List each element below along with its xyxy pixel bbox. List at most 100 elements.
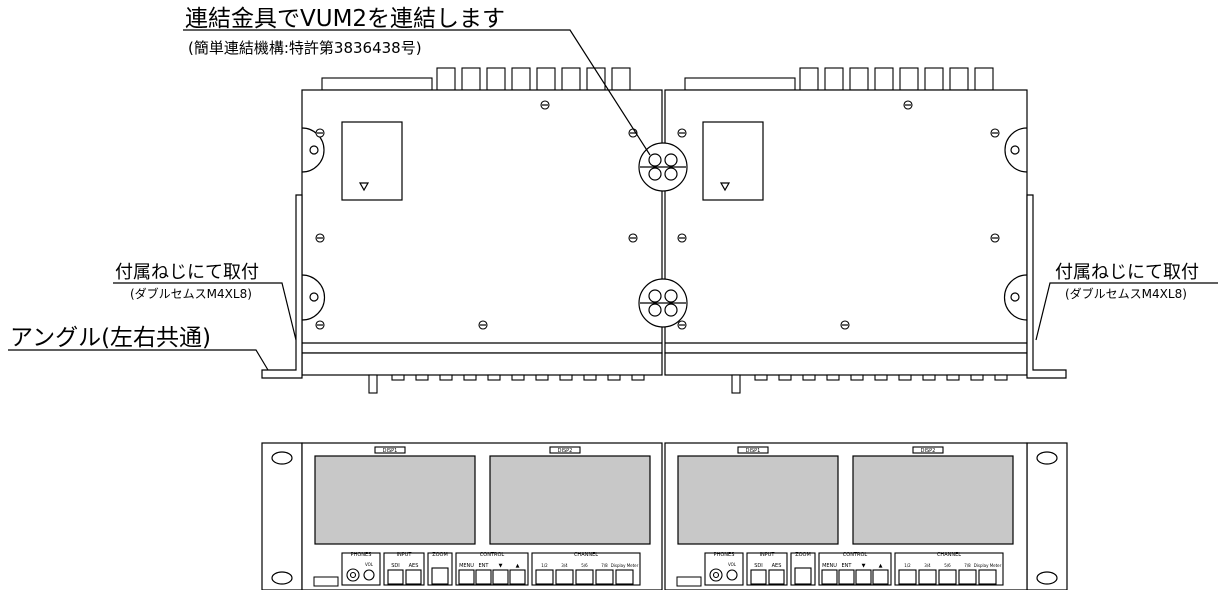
group-title-zoom: ZOOM [795, 552, 811, 558]
input-key [750, 569, 767, 585]
underside-tab [415, 374, 429, 381]
group-title-control: CONTROL [843, 552, 868, 558]
rack-hole-right-bottom [1036, 571, 1058, 585]
screw [315, 233, 325, 243]
input-key [768, 569, 785, 585]
channel-key [595, 569, 614, 585]
channel-key-label: 1/2 [904, 563, 911, 568]
rack-ear-left [261, 442, 303, 590]
control-key [475, 569, 492, 585]
screw [677, 128, 687, 138]
group-title-phones: PHONES [351, 552, 372, 558]
top-view [8, 29, 1218, 394]
lcd-screen [314, 455, 476, 545]
channel-key [898, 569, 917, 585]
bnc-connector [536, 67, 556, 91]
display-label: DISP1 [383, 448, 398, 454]
db-connector [321, 77, 433, 91]
rack-hole-left-top [271, 451, 293, 465]
angle-bracket-left [261, 194, 303, 379]
channel-key-label: 7/8 [964, 563, 971, 568]
underside-tab [898, 374, 912, 381]
volume-label: VOL [728, 562, 737, 567]
volume-knob [363, 569, 375, 581]
phone-jack-knob [731, 374, 741, 394]
channel-key [938, 569, 957, 585]
screw [903, 100, 913, 110]
brand-logo [676, 576, 702, 587]
screw [840, 320, 850, 330]
phones-group [704, 552, 744, 586]
group-title-control: CONTROL [480, 552, 505, 558]
group-title-input: INPUT [760, 552, 776, 558]
underside-tab [778, 374, 792, 381]
volume-label: VOL [365, 562, 374, 567]
control-key-label: ▲ [879, 563, 883, 569]
rear-connectors-right [684, 67, 994, 91]
underside-tab [754, 374, 768, 381]
headphone-jack-inner [349, 571, 357, 579]
control-key-label: ▼ [499, 563, 503, 569]
underside-tab [439, 374, 453, 381]
underside-tab [946, 374, 960, 381]
channel-key-label: 7/8 [601, 563, 608, 568]
rack-hole-left-bottom [271, 571, 293, 585]
control-key [855, 569, 872, 585]
rack-ear-right [1026, 442, 1068, 590]
lcd-screen [489, 455, 651, 545]
display-label: DISP1 [746, 448, 761, 454]
lcd-screen [677, 455, 839, 545]
bnc-connector [974, 67, 994, 91]
angle-annotation: アングル(左右共通) [10, 325, 211, 351]
underside-tab [559, 374, 573, 381]
control-key-label: ▲ [516, 563, 520, 569]
angle-bracket-right [1026, 194, 1067, 379]
channel-key [978, 569, 997, 585]
leader-left-screw [113, 282, 297, 341]
channel-key [958, 569, 977, 585]
link-fitting-upper [638, 142, 688, 192]
left-screw-annotation: 付属ねじにて取付 [115, 262, 259, 283]
channel-key-label: 1/2 [541, 563, 548, 568]
underside-tab [511, 374, 525, 381]
underside-tab [874, 374, 888, 381]
group-title-phones: PHONES [714, 552, 735, 558]
headphone-jack-inner [712, 571, 720, 579]
channel-key [555, 569, 574, 585]
zoom-key [431, 567, 449, 585]
group-title-input: INPUT [397, 552, 413, 558]
bnc-connector [949, 67, 969, 91]
input-key [387, 569, 404, 585]
control-key-label: MENU [822, 563, 837, 569]
underside-tab [631, 374, 645, 381]
underside-tab [607, 374, 621, 381]
bnc-connector [824, 67, 844, 91]
screw [315, 128, 325, 138]
control-key [458, 569, 475, 585]
bnc-connector [611, 67, 631, 91]
channel-key-label: 5/6 [581, 563, 588, 568]
right-screw-annotation-sub: (ダブルセムスM4XL8) [1065, 286, 1187, 301]
underside-tab [850, 374, 864, 381]
screw [677, 320, 687, 330]
screw [478, 320, 488, 330]
brand-logo [313, 576, 339, 587]
control-key [838, 569, 855, 585]
rack-hole-right-top [1036, 451, 1058, 465]
group-title-channel: CHANNEL [574, 552, 598, 558]
screw [540, 100, 550, 110]
bnc-connector [799, 67, 819, 91]
vum2-unit-left-front-edge [301, 352, 663, 376]
control-key-label: ENT [479, 563, 490, 569]
display-label-plate [737, 446, 769, 454]
underside-tab [535, 374, 549, 381]
zoom-key [794, 567, 812, 585]
leader-main [183, 29, 651, 156]
screw [990, 233, 1000, 243]
left-screw-annotation-sub: (ダブルセムスM4XL8) [130, 286, 252, 301]
main-annotation-sub: (簡単連結機構:特許第3836438号) [188, 39, 422, 57]
bnc-connector [486, 67, 506, 91]
leader-angle [8, 349, 269, 371]
input-key [405, 569, 422, 585]
